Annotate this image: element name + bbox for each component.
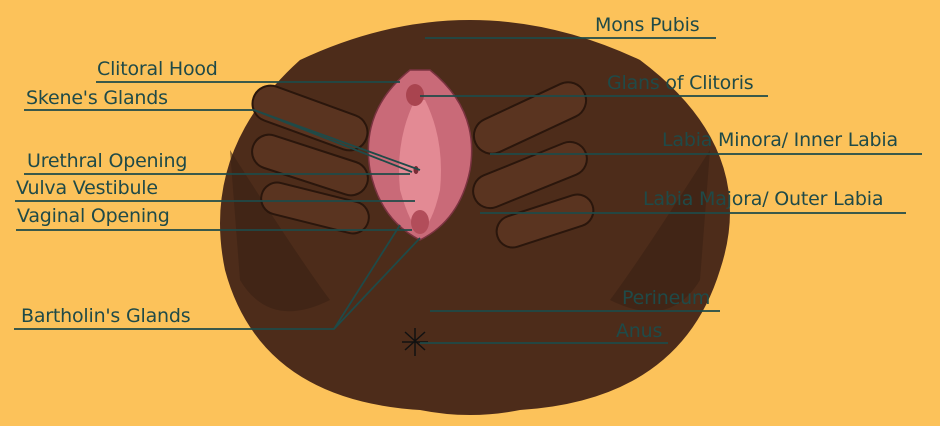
- label-skenes-glands: Skene's Glands: [26, 87, 168, 109]
- label-vulva-vestibule: Vulva Vestibule: [16, 177, 158, 199]
- vulva-vestibule: [399, 100, 441, 232]
- label-perineum: Perineum: [622, 287, 711, 309]
- fingers-right: [472, 81, 595, 249]
- label-clitoral-hood: Clitoral Hood: [97, 58, 218, 80]
- label-labia-majora: Labia Majora/ Outer Labia: [643, 188, 884, 210]
- label-mons-pubis: Mons Pubis: [595, 14, 700, 36]
- label-vaginal-opening: Vaginal Opening: [17, 205, 170, 227]
- clitoral-glans: [406, 84, 424, 106]
- label-bartholins-glands: Bartholin's Glands: [21, 305, 191, 327]
- label-labia-minora: Labia Minora/ Inner Labia: [662, 129, 898, 151]
- fingers-left: [251, 84, 370, 235]
- label-glans-of-clitoris: Glans of Clitoris: [607, 72, 754, 94]
- label-anus: Anus: [616, 320, 663, 342]
- leader-lines: [14, 37, 922, 344]
- label-urethral-opening: Urethral Opening: [27, 150, 188, 172]
- vaginal-opening: [411, 210, 429, 234]
- anus-mark: [402, 328, 428, 356]
- thigh-shadow-right: [610, 150, 710, 312]
